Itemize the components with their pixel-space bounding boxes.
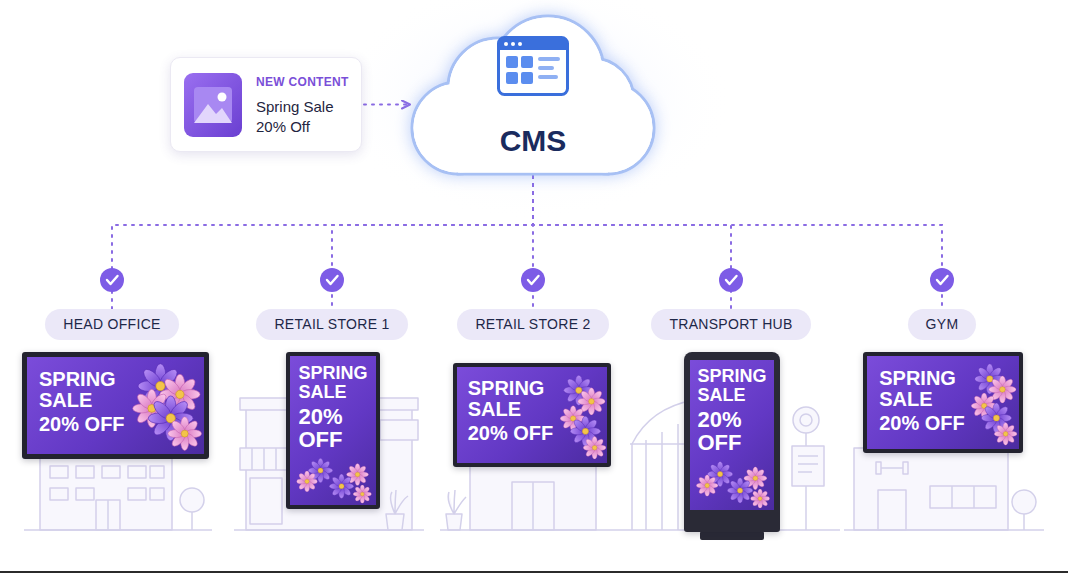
- image-icon-shape: [184, 73, 242, 137]
- location-name: GYM: [926, 316, 959, 333]
- screen-panel: SPRING SALE 20% OFF: [457, 367, 608, 463]
- location-label: TRANSPORT HUB: [651, 309, 810, 340]
- connector: [533, 176, 731, 309]
- gym-building: [844, 448, 1044, 530]
- retail-storefront: [234, 398, 424, 530]
- connector: [332, 176, 533, 309]
- image-icon: [184, 73, 242, 137]
- screen-heading: SPRING SALE: [697, 367, 766, 405]
- screen-heading: SPRING SALE: [468, 378, 545, 420]
- screen-offer: 20% OFF: [697, 408, 741, 454]
- screen-panel: SPRING SALE 20% OFF: [867, 356, 1019, 449]
- location-label: RETAIL STORE 2: [457, 309, 608, 340]
- screen-offer: 20% OFF: [879, 413, 965, 434]
- cms-icon: [497, 36, 569, 96]
- display-screen: SPRING SALE20% OFF: [286, 352, 379, 509]
- flower: [728, 478, 753, 503]
- flower: [751, 489, 770, 508]
- screen-heading: SPRING SALE: [879, 368, 956, 410]
- display-screen: SPRING SALE 20% OFF: [863, 352, 1023, 453]
- location-label: RETAIL STORE 1: [256, 309, 407, 340]
- screen-heading: SPRING SALE: [39, 369, 116, 411]
- display-screen: SPRING SALE 20% OFF: [453, 363, 612, 467]
- location-label: HEAD OFFICE: [45, 309, 178, 340]
- connector: [533, 176, 942, 309]
- flower: [583, 436, 606, 459]
- location-name: RETAIL STORE 1: [274, 316, 389, 333]
- kiosk-screen: SPRING SALE20% OFF: [684, 352, 779, 532]
- check-mark: [719, 268, 743, 292]
- screen-text-column: SPRING SALE 20% OFF: [468, 378, 554, 444]
- screen-text-column: SPRING SALE 20% OFF: [879, 368, 965, 434]
- screen-offer: 20% OFF: [298, 405, 342, 451]
- location-name: RETAIL STORE 2: [475, 316, 590, 333]
- check-mark: [320, 268, 344, 292]
- bottom-rule: [0, 571, 1068, 573]
- display-screen: SPRING SALE 20% OFF: [22, 352, 209, 459]
- flower: [330, 474, 354, 498]
- flower: [994, 423, 1017, 446]
- screen-panel: SPRING SALE 20% OFF: [27, 357, 204, 454]
- card-body: Spring Sale 20% Off: [256, 97, 348, 136]
- check-mark: [930, 268, 954, 292]
- screen-heading: SPRING SALE: [298, 364, 367, 402]
- location-name: TRANSPORT HUB: [669, 316, 792, 333]
- flower: [354, 485, 372, 503]
- card-heading: NEW CONTENT: [256, 75, 349, 89]
- cms-label: CMS: [410, 124, 656, 159]
- screen-offer: 20% OFF: [468, 423, 554, 444]
- screen-text-column: SPRING SALE 20% OFF: [39, 369, 125, 435]
- flower: [168, 417, 202, 451]
- kiosk-base: [700, 531, 764, 540]
- connector: [364, 104, 410, 106]
- location-label: GYM: [908, 309, 977, 340]
- flower: [347, 464, 369, 486]
- flower: [697, 475, 719, 497]
- cms-icon-shape: [499, 38, 568, 95]
- card-text-column: NEW CONTENT Spring Sale 20% Off: [256, 75, 349, 136]
- connector: [112, 176, 533, 309]
- flower: [297, 471, 318, 492]
- screen-text-column: SPRING SALE20% OFF: [298, 364, 367, 451]
- screen-panel: SPRING SALE20% OFF: [290, 356, 375, 505]
- screen-panel: SPRING SALE20% OFF: [690, 360, 773, 510]
- screen-text-column: SPRING SALE20% OFF: [697, 367, 766, 454]
- cms-cloud: CMS: [410, 10, 656, 176]
- content-card: NEW CONTENT Spring Sale 20% Off: [170, 57, 362, 152]
- location-name: HEAD OFFICE: [63, 316, 160, 333]
- screen-offer: 20% OFF: [39, 414, 125, 435]
- check-mark: [100, 268, 124, 292]
- check-mark: [521, 268, 545, 292]
